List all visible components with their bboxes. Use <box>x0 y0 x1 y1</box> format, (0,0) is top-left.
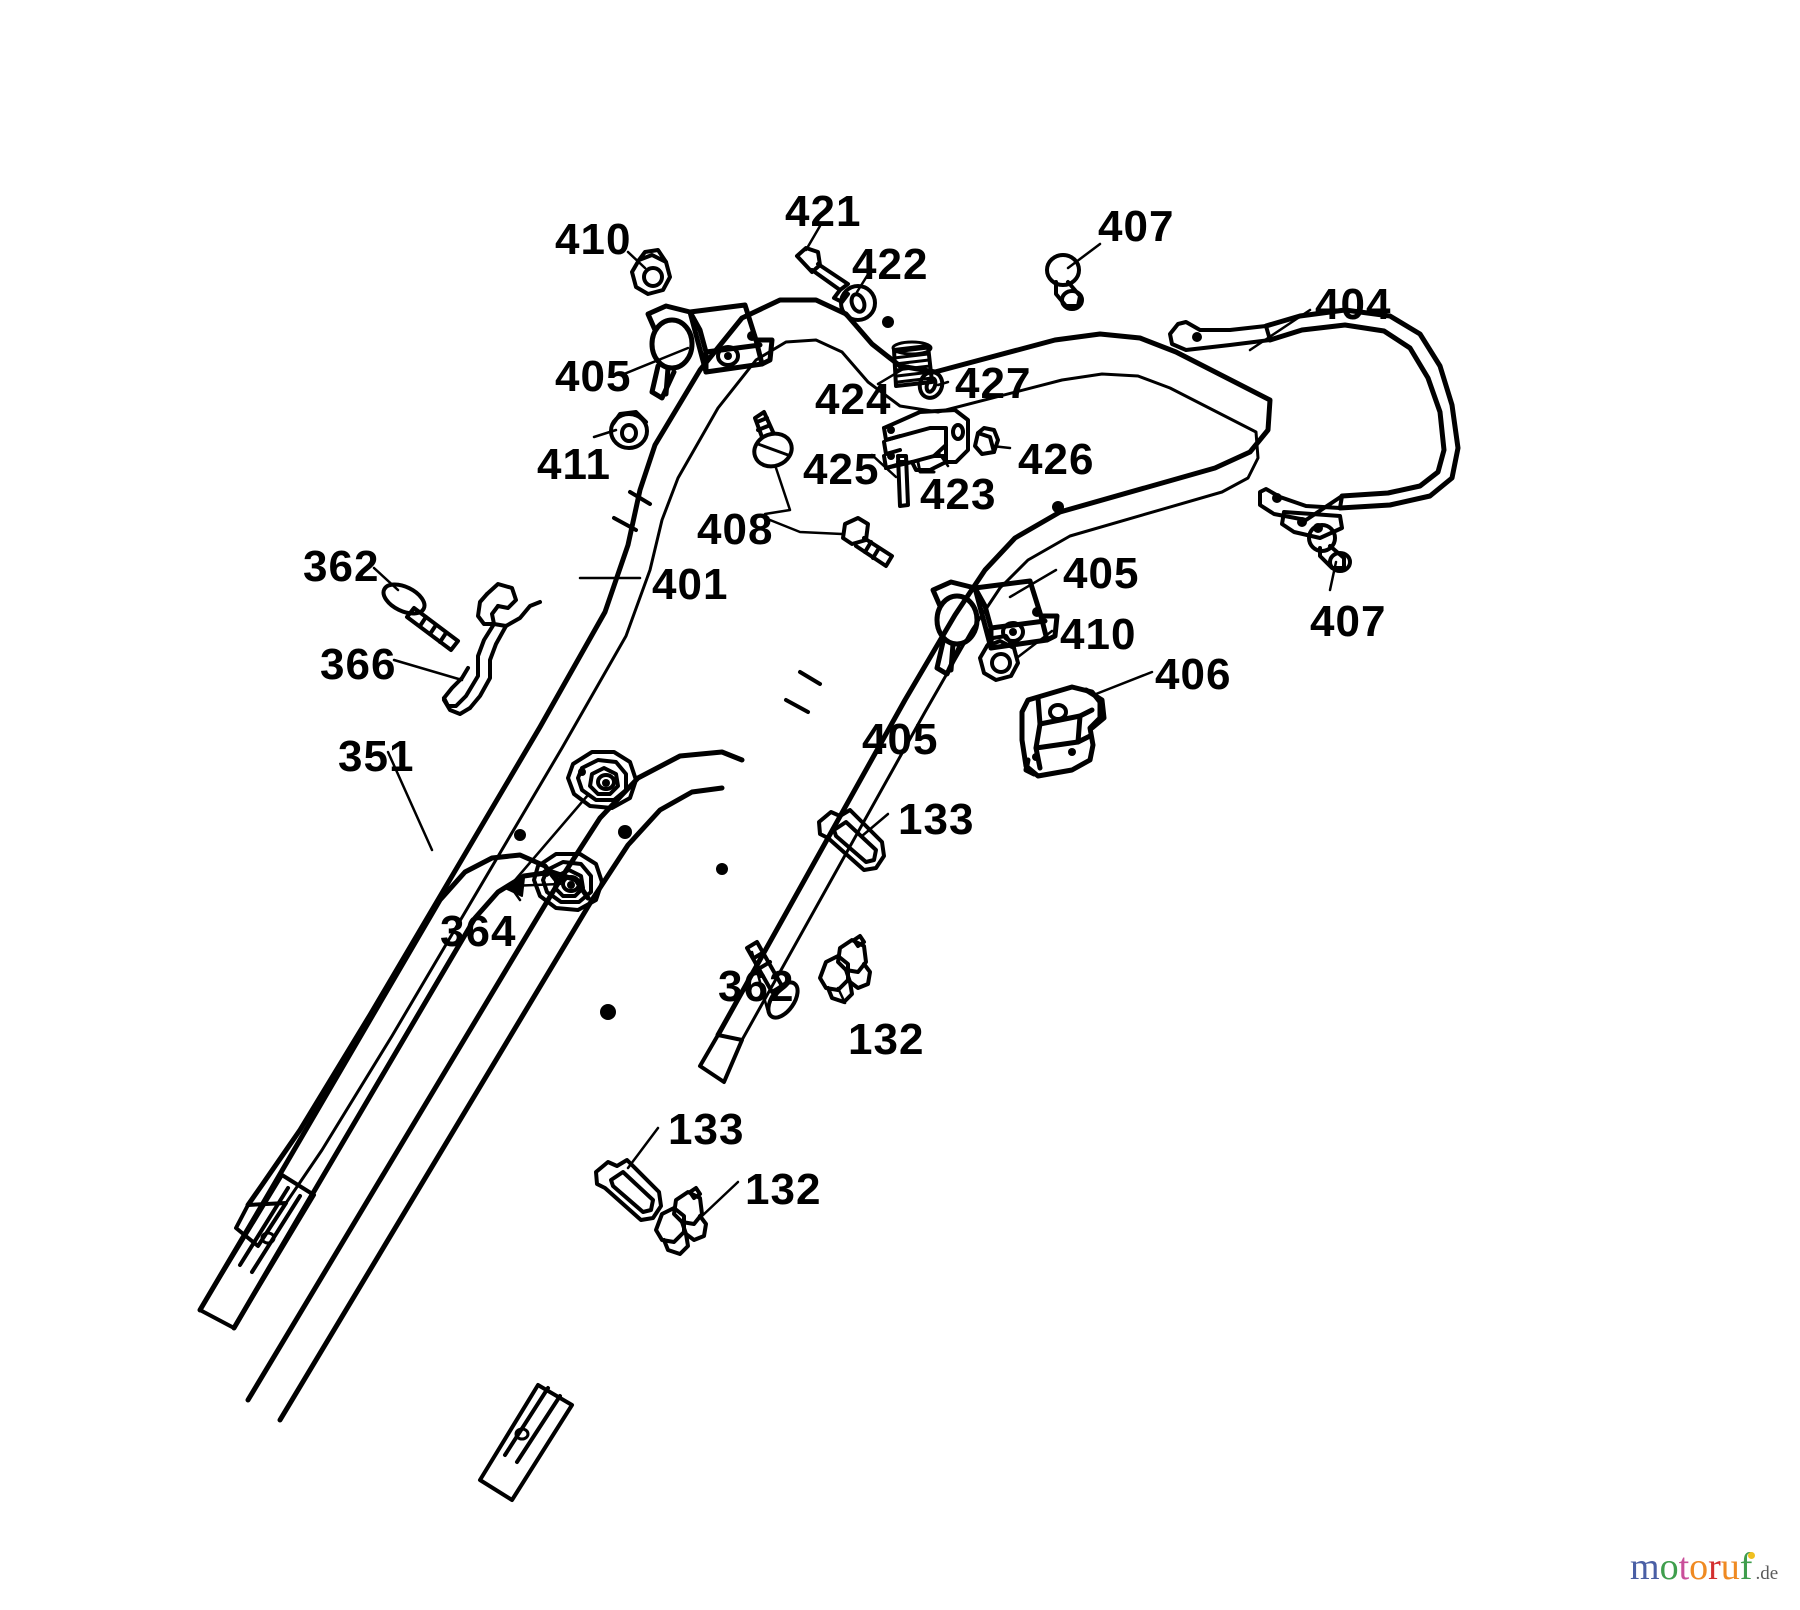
part-404-bar <box>1263 307 1461 511</box>
part-133-clamp-mid <box>817 808 886 872</box>
part-407-pin-bottom <box>1307 523 1352 573</box>
callout-408: 408 <box>697 505 774 554</box>
watermark-letter-o2: o <box>1689 1546 1709 1588</box>
part-351-left-tip <box>198 1173 316 1330</box>
handle-401-right-tip <box>698 1033 744 1084</box>
part-424-spring <box>891 340 934 388</box>
callout-362-top: 362 <box>303 542 380 591</box>
watermark-tld: .de <box>1755 1563 1779 1584</box>
watermark-dot-icon <box>1748 1552 1756 1559</box>
part-404-left-bracket <box>1168 320 1272 352</box>
part-410-nut-top <box>630 248 672 296</box>
handle-hole-mark-c <box>716 863 728 875</box>
part-132-clip-mid <box>818 934 872 1004</box>
callout-405-mid: 405 <box>1063 549 1140 598</box>
part-133-clamp-bottom <box>594 1158 663 1222</box>
callout-401: 401 <box>652 560 729 609</box>
part-426-cap <box>973 426 1000 456</box>
part-404-right-bracket <box>1258 487 1344 540</box>
callout-424: 424 <box>815 375 892 424</box>
callout-421: 421 <box>785 187 862 236</box>
callout-405-bot: 405 <box>862 715 939 764</box>
part-422-nut <box>839 284 877 322</box>
part-427-washer <box>917 370 945 400</box>
callout-133-mid: 133 <box>898 795 975 844</box>
callout-422: 422 <box>852 240 929 289</box>
callout-404: 404 <box>1315 280 1392 329</box>
part-401-upper-handle-inner <box>284 338 1260 1205</box>
part-364-grommet-lower <box>532 852 604 912</box>
part-366-cable-clip <box>442 582 542 716</box>
part-425-pin <box>896 454 910 508</box>
handle-hole-mark-a <box>882 316 894 328</box>
part-364-grommet-upper <box>566 750 638 810</box>
part-351-lower-handle-outer <box>245 749 745 1423</box>
callout-407-top: 407 <box>1098 202 1175 251</box>
callout-133-bot: 133 <box>668 1105 745 1154</box>
lower-handle-hole-c <box>514 829 526 841</box>
leader-arrow-364 <box>504 877 525 897</box>
callout-364: 364 <box>440 907 517 956</box>
watermark-letter-o1: o <box>1659 1546 1679 1588</box>
callout-410-top: 410 <box>555 215 632 264</box>
watermark-letter-r: r <box>1708 1546 1721 1588</box>
callout-132-mid: 132 <box>848 1015 925 1064</box>
part-408-screw-lower <box>841 516 894 568</box>
lower-handle-hole-b <box>600 1004 616 1020</box>
lower-handle-hole-a <box>618 825 632 839</box>
callout-423: 423 <box>920 470 997 519</box>
part-421-bolt <box>795 246 850 304</box>
part-362-knob-top <box>381 582 460 652</box>
callout-362-bot: 362 <box>718 962 795 1011</box>
part-406-clamp-cover <box>1019 684 1107 779</box>
callout-425: 425 <box>803 445 880 494</box>
handle-hole-mark-b <box>1052 501 1064 513</box>
watermark-letter-t: t <box>1678 1546 1690 1588</box>
callout-426: 426 <box>1018 435 1095 484</box>
callout-405-top: 405 <box>555 352 632 401</box>
motoruf-watermark: motoruf.de <box>1630 1548 1778 1586</box>
handle-joint-mark-right <box>798 670 822 686</box>
part-351-right-tip <box>478 1383 574 1502</box>
watermark-letter-u: u <box>1720 1546 1740 1588</box>
part-407-pin-top <box>1045 253 1084 311</box>
callout-366: 366 <box>320 640 397 689</box>
part-410-nut-mid <box>978 634 1020 682</box>
callout-406: 406 <box>1155 650 1232 699</box>
handle-401-left-tip <box>234 1201 288 1248</box>
part-132-clip-bottom <box>654 1186 708 1256</box>
handle-joint-mark-left <box>628 490 652 506</box>
callout-351: 351 <box>338 732 415 781</box>
callout-410-mid: 410 <box>1060 610 1137 659</box>
callout-407-bot: 407 <box>1310 597 1387 646</box>
callout-411: 411 <box>537 440 611 489</box>
watermark-letter-m: m <box>1630 1546 1660 1588</box>
callout-427: 427 <box>955 359 1032 408</box>
part-405-clamp-top <box>645 302 775 401</box>
part-408-screw-upper <box>752 410 794 469</box>
callout-132-bot: 132 <box>745 1165 822 1214</box>
